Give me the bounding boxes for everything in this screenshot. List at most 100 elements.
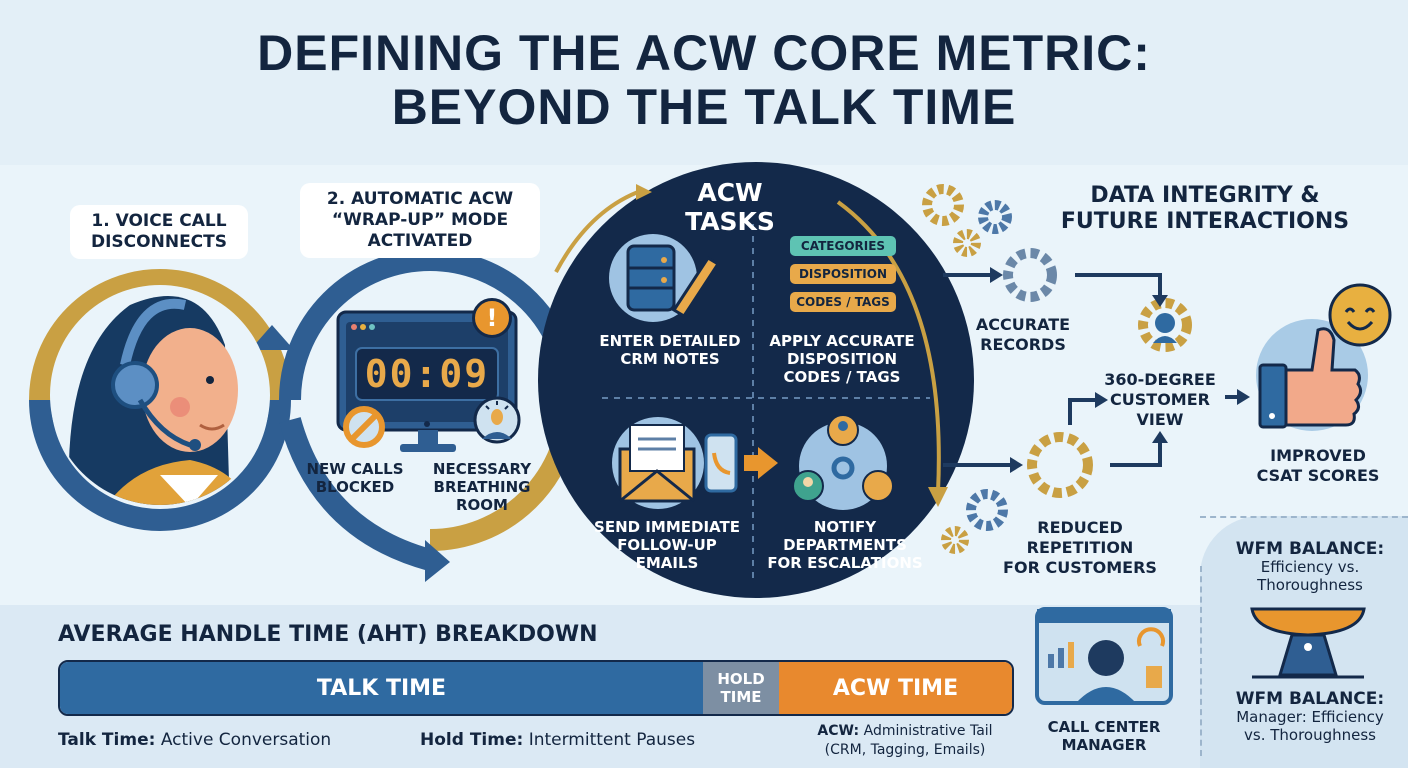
wfm-line: vs. Thoroughness [1244,726,1376,744]
acw-cycle-arrows-icon [554,184,948,582]
task-disposition-codes: APPLY ACCURATE DISPOSITION CODES / TAGS [762,332,922,386]
caption-line: MANAGER [1061,736,1147,754]
title-line-1: DEFINING THE ACW CORE METRIC: [257,25,1151,81]
monitor-timer-icon [336,310,518,452]
caption-line: DEPARTMENTS [783,536,907,554]
caption-line: FOLLOW-UP [617,536,717,554]
legend-desc: (CRM, Tagging, Emails) [824,742,986,758]
caption-line: REDUCED [1037,518,1123,537]
hold-line: HOLD [717,670,765,688]
caption-line: CUSTOMER [1110,390,1210,409]
caption-line: CSAT SCORES [1256,466,1380,485]
tag-categories: CATEGORIES [790,236,896,256]
hold-line: TIME [720,688,762,706]
task-notify-departments: NOTIFY DEPARTMENTS FOR ESCALATIONS [760,518,930,572]
alert-icon: ! [472,298,512,338]
talk-time-legend: Talk Time: Active Conversation [58,730,331,750]
caption-line: VIEW [1136,410,1184,429]
wfm-line: Manager: Efficiency [1236,708,1384,726]
manager-label: CALL CENTER MANAGER [1024,718,1184,754]
manager-dashboard-icon [1035,607,1173,705]
wfm-divider-left [1200,566,1202,756]
caption-line: NOTIFY [813,518,877,536]
caption-line: BREATHING [433,478,531,496]
talk-time-segment: TALK TIME [60,662,703,714]
caption-line: FOR CUSTOMERS [1003,558,1157,577]
caption-line: SEND IMMEDIATE [594,518,740,536]
customer-view-label: 360-DEGREE CUSTOMER VIEW [1095,370,1225,430]
scale-balance-icon [1250,607,1366,679]
caption-line: REPETITION [1026,538,1134,557]
aht-bar: TALK TIME HOLD TIME ACW TIME [58,660,1014,716]
wfm-balance-top: WFM BALANCE: Efficiency vs. Thoroughness [1215,540,1405,594]
wfm-divider-top [1200,516,1408,518]
acw-tasks-heading: ACW TASKS [685,178,775,236]
caption-line: ENTER DETAILED [599,332,741,350]
prohibited-icon [343,406,385,448]
database-pencil-icon [609,234,721,322]
accurate-records-label: ACCURATE RECORDS [968,315,1078,355]
task-crm-notes: ENTER DETAILED CRM NOTES [590,332,750,368]
caption-line: BLOCKED [315,478,395,496]
caption-line: DISPOSITION [786,350,898,368]
caption-line: ACCURATE [975,315,1071,334]
acw-time-segment: ACW TIME [779,662,1012,714]
tag-codes: CODES / TAGS [790,292,896,312]
acw-timer: 00:09 [364,352,490,396]
caption-line: NEW CALLS [306,460,404,478]
caption-line: CODES / TAGS [783,368,901,386]
person-lightbulb-icon [473,396,521,444]
thumbs-up-smile-icon [1256,283,1392,431]
caption-line: NECESSARY [432,460,532,478]
caption-line: ROOM [456,496,508,514]
task-follow-up-emails: SEND IMMEDIATE FOLLOW-UP EMAILS [582,518,752,572]
step-1-label-line: DISCONNECTS [91,232,227,252]
legend-desc: Active Conversation [160,730,332,750]
tag-disposition: DISPOSITION [790,264,896,284]
caption-line: EMAILS [635,554,699,572]
acw-legend: ACW: Administrative Tail (CRM, Tagging, … [800,722,1010,760]
wfm-title: WFM BALANCE: [1235,689,1385,709]
tags-icon: CATEGORIES DISPOSITION CODES / TAGS [790,236,896,312]
csat-label: IMPROVED CSAT SCORES [1248,446,1388,486]
title-line-2: BEYOND THE TALK TIME [391,79,1017,135]
envelope-phone-icon [612,417,778,509]
acw-tasks-circle [538,162,974,598]
aht-heading: AVERAGE HANDLE TIME (AHT) BREAKDOWN [58,622,598,647]
legend-term: Talk Time: [58,730,156,750]
wfm-balance-bottom: WFM BALANCE: Manager: Efficiency vs. Tho… [1210,690,1408,744]
reduced-repetition-label: REDUCED REPETITION FOR CUSTOMERS [985,518,1175,578]
hold-time-legend: Hold Time: Intermittent Pauses [420,730,695,750]
page-title: DEFINING THE ACW CORE METRIC: BEYOND THE… [0,26,1408,134]
heading-line: FUTURE INTERACTIONS [1060,209,1350,234]
new-calls-blocked-label: NEW CALLS BLOCKED [305,460,405,496]
legend-desc: Intermittent Pauses [528,730,696,750]
caption-line: CRM NOTES [620,350,720,368]
wfm-line: Efficiency vs. [1260,558,1360,576]
legend-term: ACW: [817,723,860,739]
step-2-label-line: 2. AUTOMATIC ACW [326,189,514,209]
hold-time-segment: HOLD TIME [703,662,779,714]
caption-line: FOR ESCALATIONS [767,554,923,572]
network-people-icon [792,414,894,510]
caption-line: RECORDS [980,335,1066,354]
step-2-label-line: ACTIVATED [367,231,473,251]
caption-line: IMPROVED [1270,446,1366,465]
legend-desc: Administrative Tail [863,723,993,739]
heading-line: DATA INTEGRITY & [1090,183,1320,208]
gears-flow-icon [922,184,1250,554]
legend-term: Hold Time: [420,730,524,750]
caption-line: 360-DEGREE [1104,370,1216,389]
step-2-label: 2. AUTOMATIC ACW “WRAP-UP” MODE ACTIVATE… [300,183,540,258]
title-band [0,0,1408,165]
caption-line: CALL CENTER [1047,718,1161,736]
step-2-label-line: “WRAP-UP” MODE [331,210,509,230]
step-1-label: 1. VOICE CALL DISCONNECTS [70,205,248,259]
wfm-line: Thoroughness [1257,576,1363,594]
step-1-label-line: 1. VOICE CALL [91,211,227,231]
caption-line: APPLY ACCURATE [769,332,915,350]
breathing-room-label: NECESSARY BREATHING ROOM [418,460,546,514]
wfm-title: WFM BALANCE: [1235,539,1385,559]
agent-headset-icon [50,285,270,505]
data-integrity-heading: DATA INTEGRITY & FUTURE INTERACTIONS [1035,183,1375,235]
